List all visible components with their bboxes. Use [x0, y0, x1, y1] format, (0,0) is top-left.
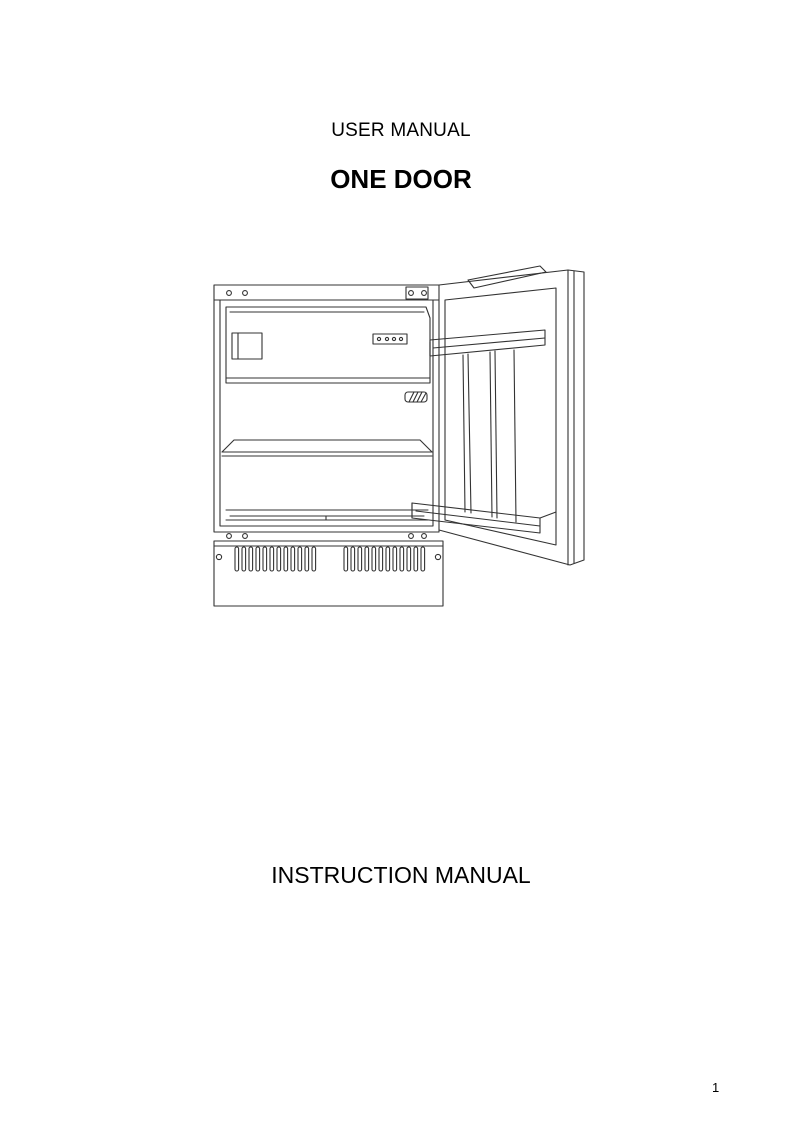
refrigerator-illustration-icon [213, 265, 585, 607]
page-number: 1 [712, 1080, 720, 1095]
document-subtitle: USER MANUAL [331, 120, 471, 141]
instruction-manual-heading: INSTRUCTION MANUAL [271, 862, 531, 888]
document-title: ONE DOOR [330, 164, 472, 194]
